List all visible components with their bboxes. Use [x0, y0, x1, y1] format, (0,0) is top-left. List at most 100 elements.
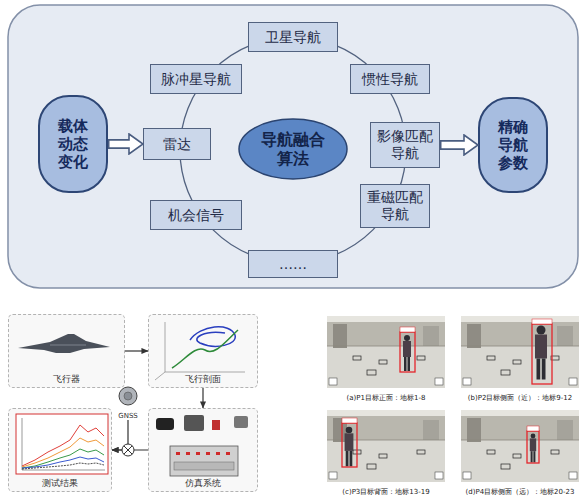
node-label: 重磁匹配导航 — [365, 189, 425, 223]
detection-tag — [527, 426, 539, 431]
equipment-led — [206, 452, 210, 455]
detection-tag — [400, 327, 415, 332]
node-label: 卫星导航 — [265, 29, 321, 46]
sum-junction-cross — [124, 446, 132, 454]
node-label: 脉冲星导航 — [161, 71, 231, 88]
photo-d — [461, 410, 579, 482]
photo-person — [345, 427, 354, 467]
illustration-panel: 飞行剖面 — [148, 314, 258, 388]
detection-box — [532, 324, 552, 384]
photo-b — [461, 316, 579, 388]
equipment-led — [226, 452, 230, 455]
detection-box — [527, 431, 539, 463]
navigation-source-box: 重磁匹配导航 — [360, 184, 430, 228]
chart-curve — [22, 463, 104, 469]
navigation-source-box: 惯性导航 — [350, 64, 430, 94]
flow-arrow — [112, 420, 128, 450]
node-label: 机会信号 — [168, 207, 224, 224]
node-label: (c)P3目标背面：地标13-19 — [342, 488, 429, 496]
equipment-chassis — [170, 446, 238, 476]
navigation-source-box: 脉冲星导航 — [150, 64, 242, 94]
hollow-arrow-inner — [110, 141, 131, 148]
node-label: 雷达 — [163, 136, 191, 153]
aircraft-shape — [18, 334, 110, 353]
equipment-led — [196, 452, 200, 455]
navigation-source-box: 卫星导航 — [248, 22, 338, 52]
detection-box — [400, 332, 415, 372]
output-capsule: 精确导航参数 — [478, 97, 548, 193]
hollow-arrow — [440, 140, 465, 150]
navigation-source-box: …… — [248, 250, 338, 278]
node-label: 惯性导航 — [362, 71, 418, 88]
chart-curve — [22, 457, 104, 468]
connector-group — [108, 144, 130, 145]
flow-arrow — [112, 449, 148, 450]
photo-frame: (b)P2目标侧面（近）：地标9-12 — [455, 316, 585, 402]
photo-frame: (a)P1目标正面：地标1-8 — [321, 316, 451, 402]
photo-room — [327, 410, 445, 482]
photo-c — [327, 410, 445, 482]
node-label: 影像匹配导航 — [375, 128, 435, 162]
photo-person — [530, 434, 536, 463]
node-label: (a)P1目标正面：地标1-8 — [347, 394, 426, 402]
ellipse-shape — [239, 119, 347, 179]
sensor-device — [184, 415, 204, 431]
hollow-arrow-inner — [442, 142, 466, 149]
detection-box — [342, 423, 357, 467]
sensor-device — [156, 418, 174, 430]
connector-group — [203, 388, 204, 408]
illustration-panel: 仿真系统 — [148, 408, 258, 492]
node-label: 飞行器 — [53, 374, 80, 385]
gnss-receiver: GNSS — [112, 386, 144, 420]
input-capsule: 载体动态变化 — [38, 95, 108, 193]
detection-tag — [342, 418, 357, 423]
framework-panel — [8, 5, 578, 288]
node-label: (b)P2目标侧面（近）：地标9-12 — [468, 394, 572, 402]
photo-a — [327, 316, 445, 388]
plot-axis — [165, 372, 245, 373]
photo-frame: (d)P4目标侧面（远）：地标20-23 — [455, 410, 585, 496]
connector-group — [440, 145, 465, 146]
equipment-led — [216, 452, 220, 455]
node-label: 飞行剖面 — [185, 374, 221, 385]
navigation-source-box: 雷达 — [143, 128, 211, 160]
equipment-led — [176, 452, 180, 455]
node-label: 导航融合算法 — [258, 130, 328, 168]
photo-room — [327, 316, 445, 388]
chart-curve — [22, 438, 104, 467]
aircraft-highlight — [50, 345, 86, 346]
receiver-core — [124, 392, 132, 400]
receiver-disc — [119, 387, 137, 405]
sum-junction-cross — [124, 446, 132, 454]
detection-tag — [532, 319, 552, 324]
plot-axis — [165, 322, 166, 372]
sensor-device — [212, 420, 220, 430]
connector-group — [112, 420, 128, 450]
chart-frame — [16, 414, 108, 474]
capsule-shape — [479, 98, 547, 192]
flow-arrow — [125, 350, 148, 351]
node-label: 仿真系统 — [185, 478, 221, 489]
navigation-source-box: 影像匹配导航 — [370, 122, 440, 168]
node-label: 测试结果 — [42, 478, 78, 489]
illustration-panel: 测试结果 — [8, 408, 112, 492]
flow-arrow — [202, 388, 203, 408]
chart-curve — [22, 425, 104, 466]
capsule-shape — [39, 96, 107, 192]
sum-junction — [122, 444, 134, 456]
node-label: …… — [279, 256, 307, 273]
connector-group — [125, 351, 148, 352]
plot-axis — [155, 372, 165, 380]
node-label: GNSS — [118, 412, 138, 420]
illustration-panel: 飞行器 — [8, 314, 125, 388]
photo-person — [535, 326, 547, 380]
hollow-arrow — [108, 139, 130, 149]
chart-axis — [22, 418, 23, 470]
node-label: 精确导航参数 — [496, 118, 530, 172]
navigation-source-box: 机会信号 — [150, 200, 242, 230]
photo-person — [403, 335, 411, 371]
sensor-device — [234, 416, 248, 428]
photo-room — [461, 410, 579, 482]
